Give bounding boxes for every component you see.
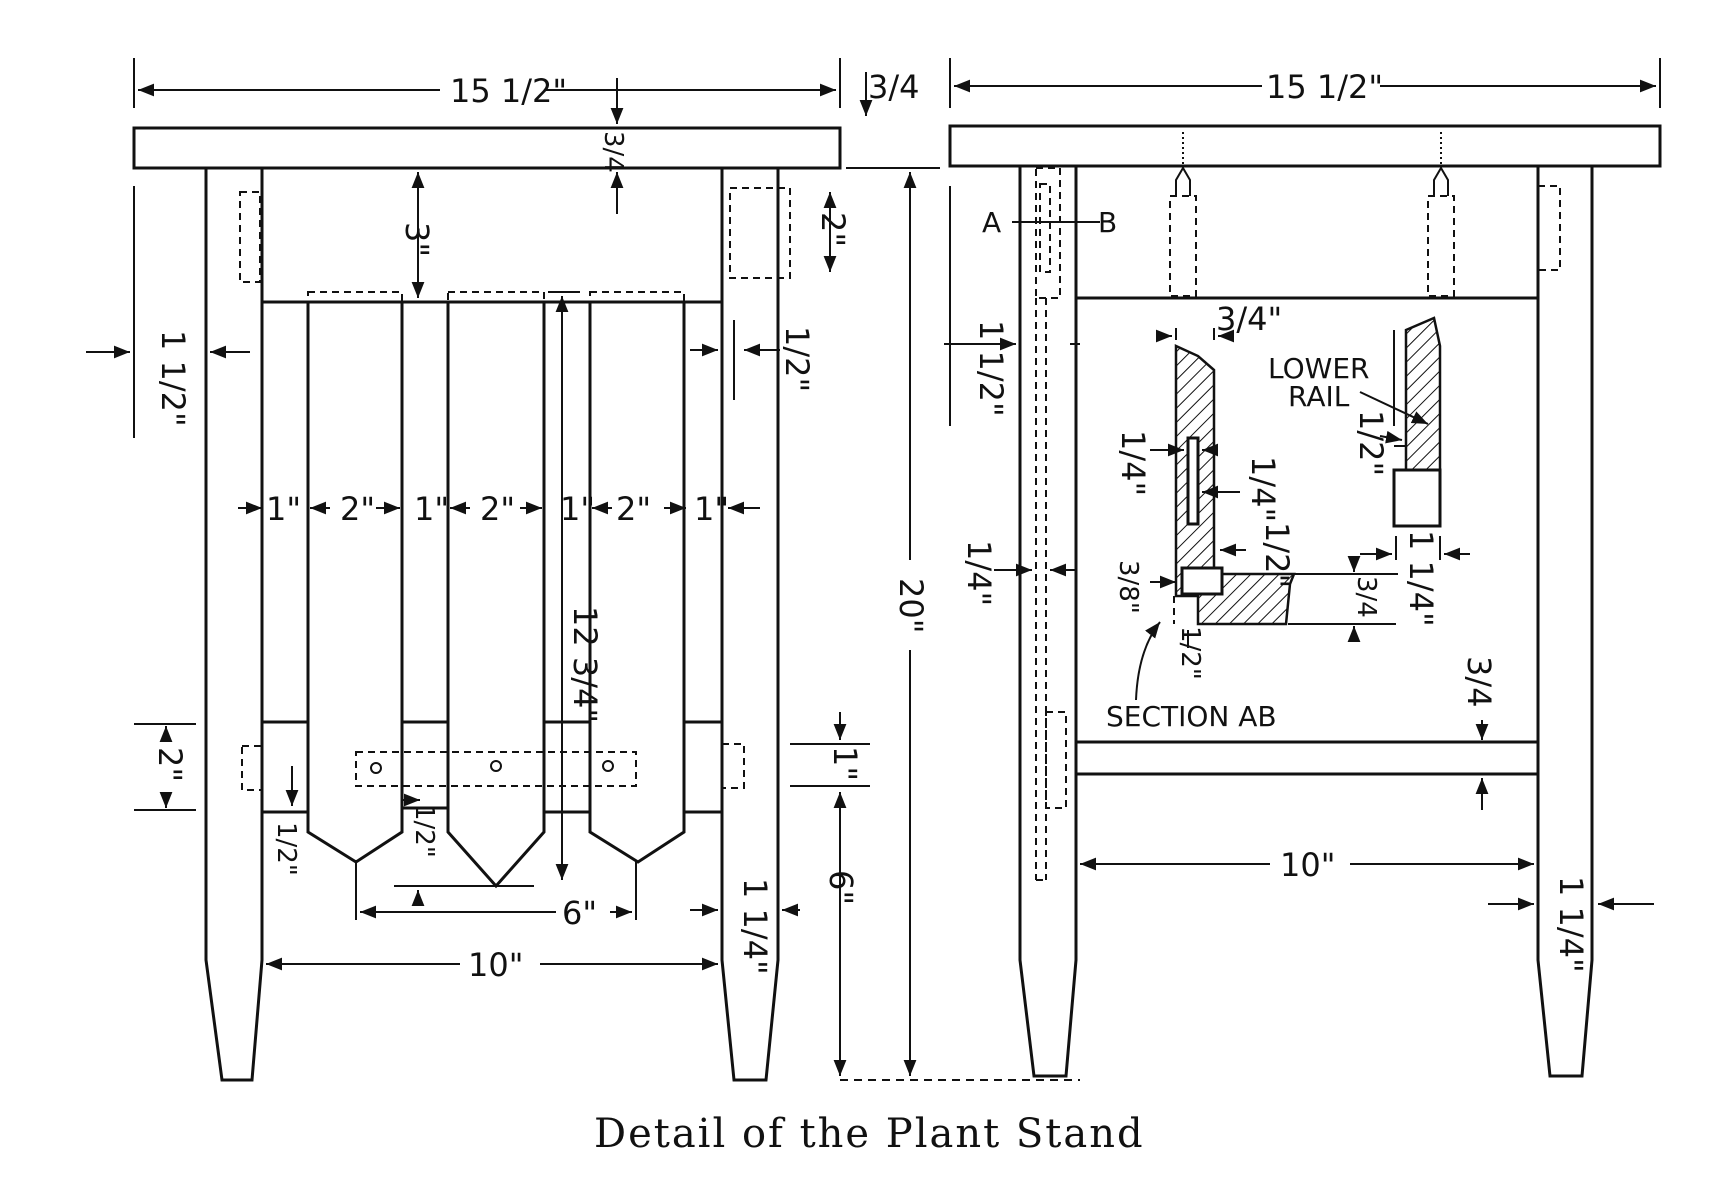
side-view: 15 1/2" A B 1 1/2" 1/4" — [944, 58, 1662, 1078]
side-table-top — [948, 124, 1662, 168]
front-point-span-label: 6" — [562, 894, 597, 932]
front-right-leg — [720, 168, 780, 1082]
side-right-leg — [1536, 166, 1594, 1078]
side-top-thickness-label: 3/4 — [868, 68, 920, 106]
svg-text:2": 2" — [340, 490, 375, 528]
front-slat-height-label: 12 3/4" — [566, 606, 604, 723]
figure-caption: Detail of the Plant Stand — [594, 1111, 1145, 1157]
front-tenon-length-label: 2" — [814, 212, 852, 247]
side-groove-offset-label: 1/4" — [960, 540, 998, 606]
front-foot-height-label: 6" — [822, 870, 860, 905]
lower-rail-detail: LOWER RAIL 1/2" 1 1/4" — [1268, 316, 1470, 627]
front-apron-gap-label: 3" — [398, 222, 436, 257]
bottom-half-label: 1/2" — [1175, 626, 1205, 680]
groove-depth-label: 1/4" — [1244, 456, 1282, 522]
bottom-thickness-label: 3/4 — [1351, 576, 1381, 618]
side-left-leg — [1018, 166, 1078, 1078]
front-view: 15 1/2" 3/4 3" 2" 1 1/2" 1/2" — [86, 58, 870, 1082]
side-leg-width-label: 1 1/2" — [972, 320, 1010, 417]
section-width-label: 3/4" — [1216, 300, 1282, 338]
side-overall-height-label: 20" — [892, 578, 930, 633]
section-ab-label: SECTION AB — [1106, 700, 1277, 733]
front-top-width-label: 15 1/2" — [450, 72, 567, 110]
side-top-width-label: 15 1/2" — [1266, 68, 1383, 106]
rail-detail-half-label: 1/2" — [1352, 410, 1390, 476]
section-marker-a: A — [982, 206, 1001, 239]
lower-rail-label-1: LOWER — [1268, 352, 1369, 385]
front-tenon-offset-label: 1/2" — [778, 326, 816, 392]
rebate-label: 3/8" — [1113, 560, 1143, 614]
side-inner-width-label: 10" — [1280, 846, 1335, 884]
svg-text:1": 1" — [560, 490, 595, 528]
section-ab-detail: 3/4" 1/4" 1/4" 1/2" 3/8" 1/2" 3/4 SECTIO… — [1106, 300, 1398, 733]
section-marker-b: B — [1098, 206, 1117, 239]
groove-width-label: 1/4" — [1114, 430, 1152, 496]
offset-half-label: 1/2" — [1258, 522, 1296, 588]
front-left-leg — [204, 168, 264, 1082]
front-slat-spacing: 1" 2" 1" 2" 1" 2" 1" — [238, 490, 760, 528]
front-table-top — [132, 126, 842, 170]
front-point-depth-center-label: 1/2" — [409, 804, 439, 858]
front-inner-width-label: 10" — [468, 946, 523, 984]
front-leg-bottom-width-label: 1 1/4" — [736, 878, 774, 975]
rail-detail-width-label: 1 1/4" — [1402, 530, 1440, 627]
front-point-depth-label: 1/2" — [271, 822, 301, 876]
front-leg-width-label: 1 1/2" — [154, 330, 192, 427]
svg-text:2": 2" — [616, 490, 651, 528]
front-top-thickness-label: 3/4 — [598, 131, 628, 173]
front-slats — [306, 291, 686, 889]
svg-text:1": 1" — [266, 490, 301, 528]
svg-text:1": 1" — [694, 490, 729, 528]
svg-text:2": 2" — [480, 490, 515, 528]
front-rail-thickness-label: 1" — [826, 746, 864, 781]
lower-rail-label-2: RAIL — [1288, 380, 1350, 413]
side-leg-bottom-width-label: 1 1/4" — [1552, 876, 1590, 973]
overall-height-dim: 3/4 20" — [840, 68, 1080, 1081]
svg-text:1": 1" — [414, 490, 449, 528]
front-lower-rail-height-label: 2" — [151, 747, 189, 782]
side-rail-thickness-label: 3/4 — [1460, 656, 1498, 708]
